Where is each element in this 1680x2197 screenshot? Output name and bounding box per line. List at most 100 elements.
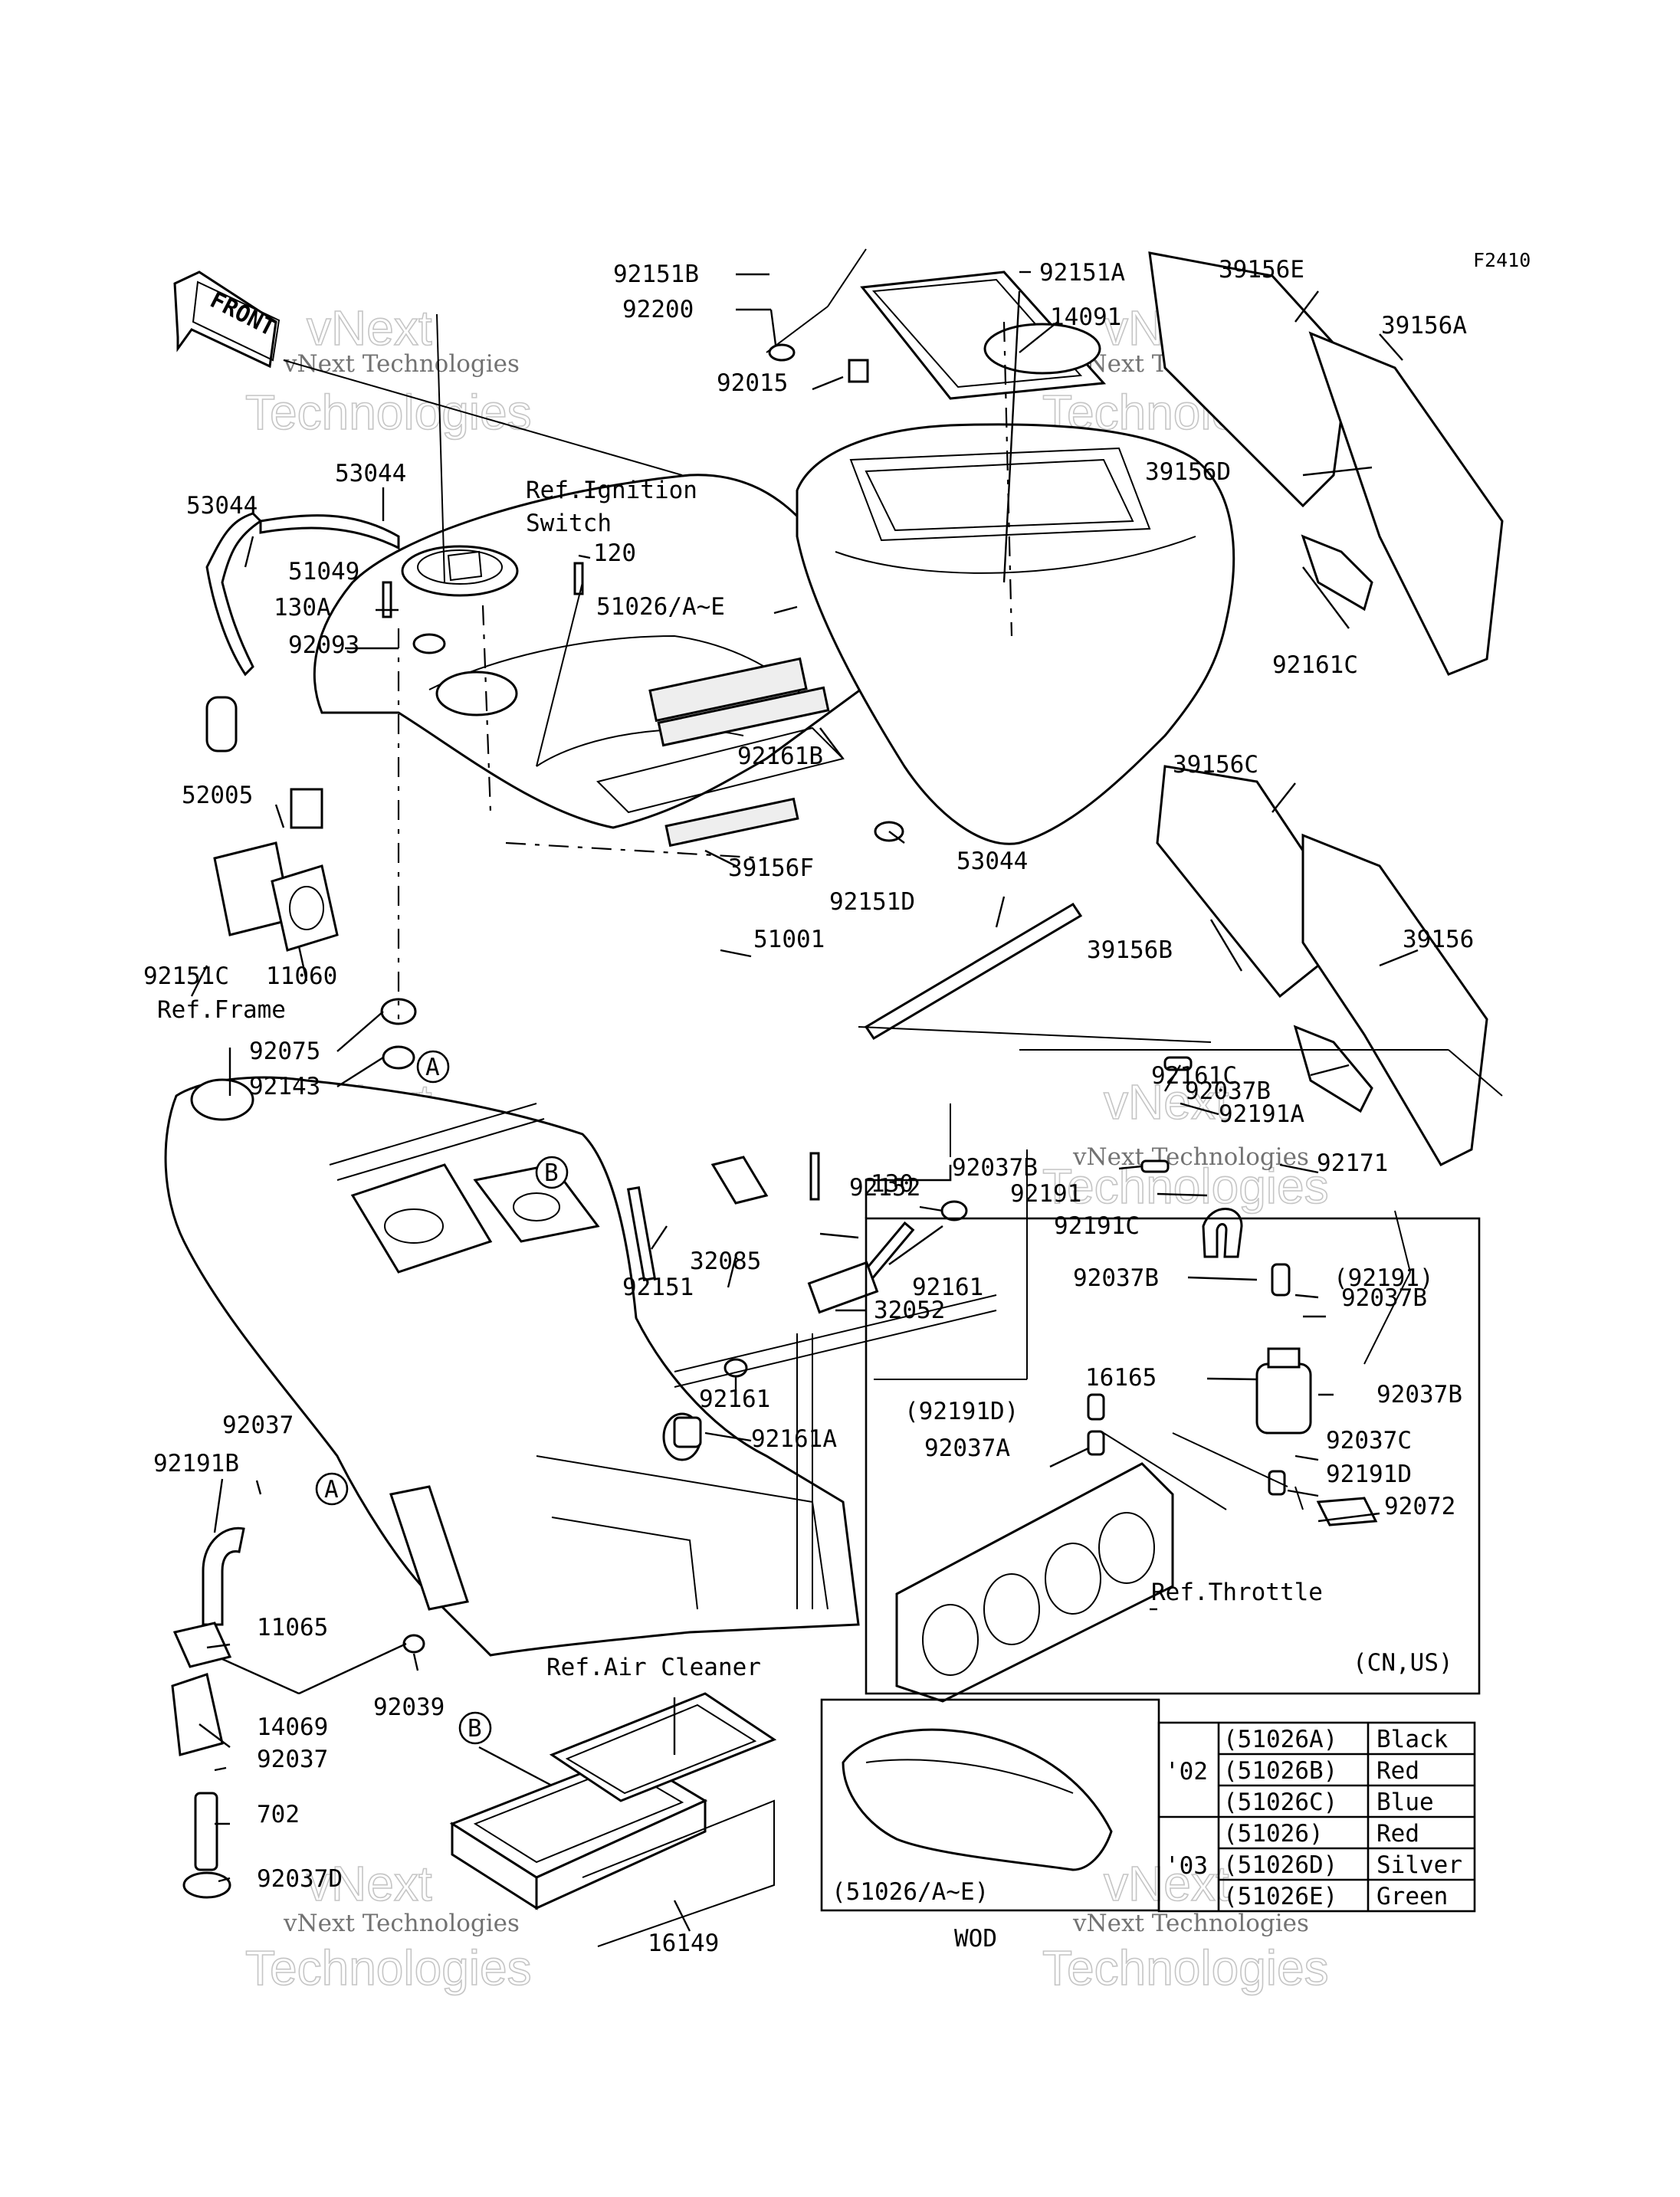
fuel-pump-assembly [205,696,339,952]
label-32052: 32052 [874,1297,945,1324]
callout-a-bottom: A [315,1472,349,1506]
color-table-color: Red [1376,1757,1419,1785]
watermark-bottom-left: vNext Technologies vNext Technologies [244,1855,532,1996]
label-92191-paren: (92191) [1334,1264,1434,1292]
watermark-top-left: vNext Technologies vNext Technologies [244,300,532,441]
color-table-part: (51026A) [1223,1726,1337,1753]
label-ref-throttle: Ref.Throttle [1151,1579,1323,1606]
watermark-line2: Technologies [1042,1940,1329,1995]
label-92037: 92037 [222,1412,294,1439]
callout-b-top: B [535,1156,569,1189]
watermark-line1: vNext [1104,1074,1229,1130]
label-39156C: 39156C [1173,751,1258,779]
callout-a-label: A [324,1476,339,1503]
callout-b-bottom: B [458,1711,492,1745]
color-table-color: Silver [1376,1851,1462,1879]
watermark-caption: vNext Technologies [283,350,520,378]
watermark-line2: Technologies [245,1940,532,1995]
label-51026AE: 51026/A~E [596,593,725,621]
frame [164,1076,860,1657]
watermark-mid-right: vNext Technologies vNext Technologies [1042,1074,1329,1215]
label-92037B-1: 92037B [1185,1077,1271,1105]
label-53044-a: 53044 [335,460,406,487]
label-39156F: 39156F [728,854,814,882]
front-arrow-icon: FRONT [173,271,281,369]
fuel-cap [401,545,519,597]
leader-lines [190,271,1419,1932]
watermark-caption: vNext Technologies [283,1910,520,1937]
label-92151C: 92151C [143,962,229,990]
label-92152-main: 92152 [849,1174,920,1202]
label-92161C-top: 92161C [1272,651,1358,679]
label-cn-us: (CN,US) [1353,1649,1453,1677]
color-table-color: Black [1376,1726,1449,1753]
color-table-year-02: '02 [1165,1758,1208,1785]
watermark-line1: vNext [307,300,432,356]
callout-a-top: A [416,1050,450,1084]
color-table-year-03: '03 [1165,1852,1208,1880]
label-39156: 39156 [1403,926,1474,953]
label-16149: 16149 [648,1930,719,1957]
callout-a-label: A [425,1054,440,1081]
label-92171: 92171 [1317,1149,1388,1177]
label-92191B: 92191B [153,1450,239,1477]
drain-hose-parts [171,1526,425,1899]
label-16165: 16165 [1085,1364,1157,1392]
label-ref-ignition-1: Ref.Ignition [526,477,697,504]
label-92200: 92200 [622,296,694,323]
color-table-part: (51026B) [1223,1757,1337,1785]
label-wod: WOD [954,1925,997,1953]
label-92151: 92151 [622,1274,694,1301]
label-39156D: 39156D [1145,458,1231,486]
label-53044-c: 53044 [956,848,1028,875]
label-92037B-4: 92037B [1341,1284,1427,1312]
color-table-part: (51026C) [1223,1789,1337,1816]
color-table-color: Green [1376,1883,1448,1910]
watermark-caption: vNext Technologies [1072,1143,1309,1171]
cn-us-inset-leader [865,1165,952,1218]
label-92037D: 92037D [257,1865,343,1893]
label-92161-a: 92161 [912,1274,983,1301]
label-92161B: 92161B [737,743,823,770]
figure-code: F2410 [1473,249,1531,271]
label-51001: 51001 [753,926,825,953]
hardware [382,562,968,1448]
label-92151A: 92151A [1039,259,1125,287]
label-14069: 14069 [257,1713,328,1741]
label-120: 120 [593,539,636,567]
label-92037B-2: 92037B [952,1154,1038,1182]
label-92039: 92039 [373,1694,445,1721]
color-table-color: Red [1376,1820,1419,1848]
dashed-guides [397,321,1013,1019]
label-51049: 51049 [288,558,359,585]
watermark-line2: Technologies [1042,1159,1329,1214]
label-92072: 92072 [1384,1493,1455,1520]
cover-plate [860,271,1107,400]
label-11060: 11060 [266,962,337,990]
label-92161-b: 92161 [699,1385,770,1413]
label-92151B: 92151B [613,261,699,288]
fuel-filter [1087,1056,1378,1526]
label-92037B-5: 92037B [1376,1381,1462,1408]
watermark-line1: vNext [307,1856,432,1911]
callout-b-label: B [468,1715,482,1743]
label-92191D-paren: (92191D) [904,1398,1019,1425]
label-39156B: 39156B [1087,936,1173,964]
color-table-color: Blue [1376,1789,1434,1816]
color-table-part: (51026E) [1223,1883,1337,1910]
label-130: 130 [871,1170,914,1198]
color-table-part: (51026D) [1223,1851,1337,1879]
label-92191A: 92191A [1219,1100,1304,1128]
callout-b-label: B [544,1159,559,1187]
watermark-bottom-right: vNext Technologies vNext Technologies [1042,1855,1329,1996]
strips [205,512,1083,1041]
label-ref-air-cleaner: Ref.Air Cleaner [546,1654,761,1681]
label-14091: 14091 [1050,303,1121,331]
label-53044-b: 53044 [186,492,258,520]
label-39156A: 39156A [1381,312,1467,339]
label-92037B-3: 92037B [1073,1264,1159,1292]
label-92037-b: 92037 [257,1746,328,1773]
label-ref-frame: Ref.Frame [157,996,286,1024]
air-cleaner [449,1692,777,1947]
label-92143: 92143 [249,1073,320,1100]
